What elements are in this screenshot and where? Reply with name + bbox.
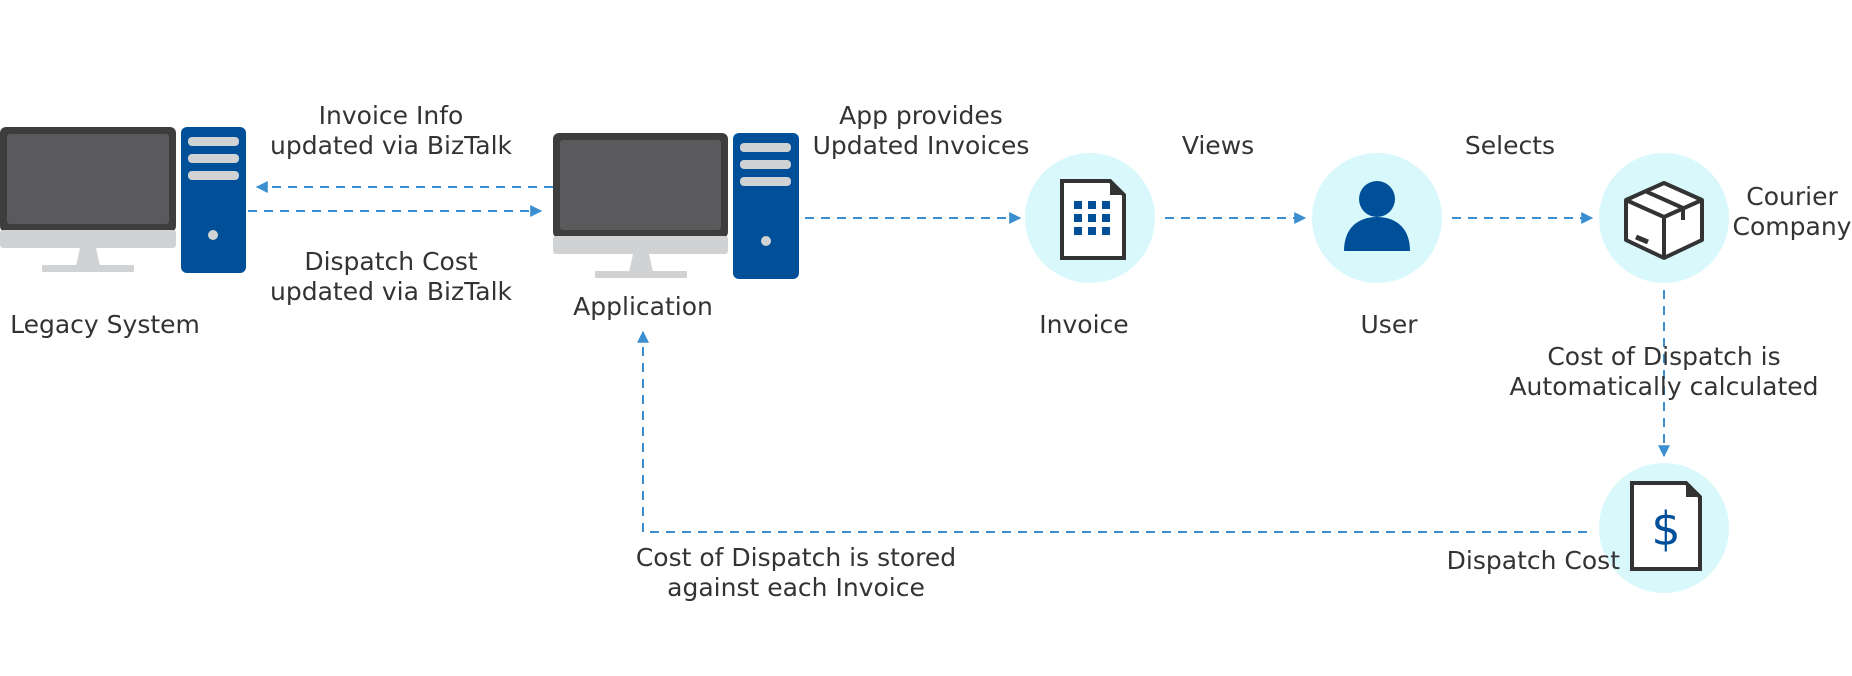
dispatch-cost-label: Dispatch Cost: [1446, 546, 1620, 575]
user-node: [1312, 153, 1442, 283]
courier-company-label: Courier Company: [1732, 182, 1852, 241]
dollar-sign: $: [1651, 502, 1680, 556]
dollar-document-icon: $: [1630, 481, 1702, 571]
edge-label-invoice-info: Invoice Info updated via BizTalk: [269, 101, 512, 160]
edge-label-dispatch-cost: Dispatch Cost updated via BizTalk: [269, 247, 512, 306]
arrow-cost-to-app: [637, 330, 1587, 533]
application-icon: [553, 133, 799, 279]
courier-company-node: [1599, 153, 1729, 283]
edge-label-views: Views: [1181, 131, 1255, 160]
document-grid-icon: [1060, 179, 1126, 260]
edge-label-app-provides: App provides Updated Invoices: [812, 101, 1030, 160]
edge-label-cost-stored: Cost of Dispatch is stored against each …: [635, 543, 957, 602]
package-icon: [1624, 181, 1704, 260]
user-label: User: [1360, 310, 1418, 339]
application-label: Application: [573, 292, 713, 321]
invoice-label: Invoice: [1039, 310, 1129, 339]
edge-label-cost-calculated: Cost of Dispatch is Automatically calcul…: [1509, 342, 1819, 401]
edge-label-selects: Selects: [1464, 131, 1556, 160]
legacy-system-icon: [0, 127, 246, 273]
invoice-node: [1025, 153, 1155, 283]
user-icon: [1344, 181, 1410, 251]
dispatch-cost-node: $: [1599, 463, 1729, 593]
legacy-system-label: Legacy System: [10, 310, 200, 339]
